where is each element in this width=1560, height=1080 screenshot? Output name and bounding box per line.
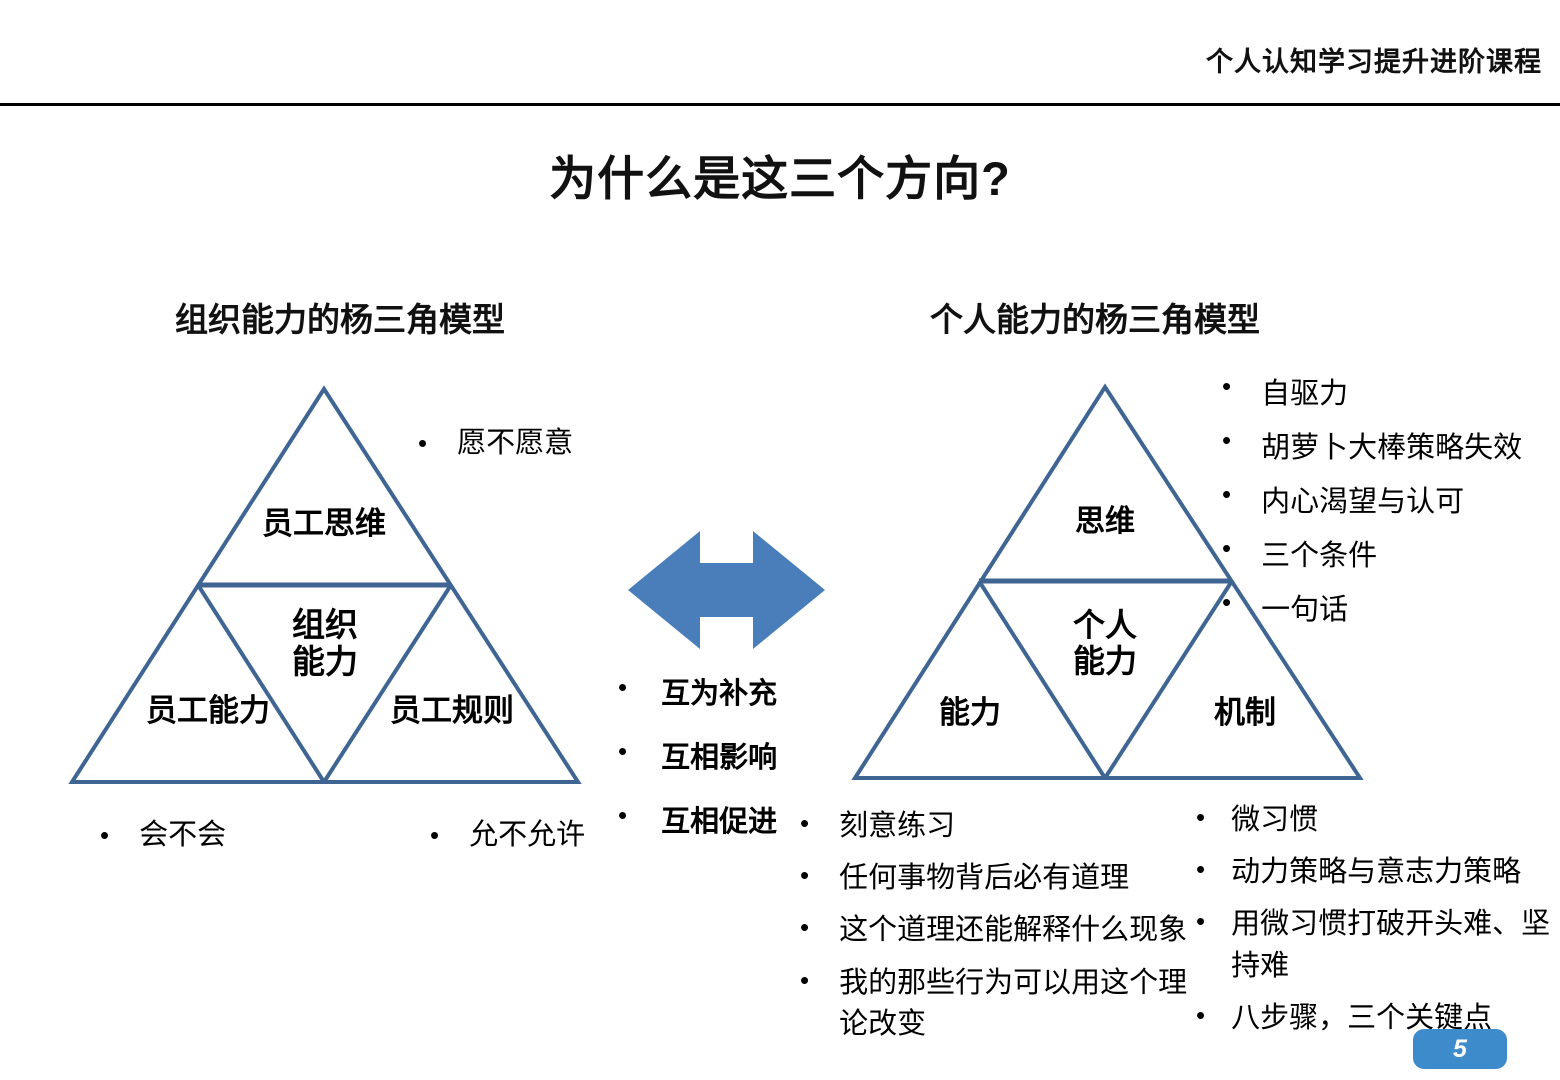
bullet-dot-icon: • xyxy=(1196,906,1206,937)
left-center-line-2: 能力 xyxy=(292,642,358,680)
note-able: • 会不会 xyxy=(100,811,226,853)
ability-bullet-text: 任何事物背后必有道理 xyxy=(839,862,1130,895)
bullet-dot-icon: • xyxy=(1222,533,1232,563)
note-able-text: 会不会 xyxy=(139,819,227,851)
bullet-dot-icon: • xyxy=(1222,425,1232,455)
list-item: • 三个条件 xyxy=(1222,532,1552,574)
page-title: 为什么是这三个方向? xyxy=(549,152,1011,205)
page-number-text: 5 xyxy=(1453,1034,1467,1063)
list-item: • 互相影响 xyxy=(618,734,777,776)
right-center-line-1: 个人 xyxy=(1072,607,1137,643)
bullet-dot-icon: • xyxy=(430,820,440,850)
relationship-bullet-text: 互为补充 xyxy=(661,678,778,710)
mechanism-bullet-text: 用微习惯打破开头难、坚持难 xyxy=(1231,908,1551,982)
list-item: • 微习惯 xyxy=(1196,800,1556,841)
right-triangle-bottom-left-label: 能力 xyxy=(939,695,1001,730)
double-headed-arrow-icon xyxy=(628,531,825,649)
list-item: • 一句话 xyxy=(1222,586,1552,628)
ability-bullet-text: 刻意练习 xyxy=(839,810,956,842)
left-triangle-top-label: 员工思维 xyxy=(262,506,386,541)
mindset-bullet-text: 三个条件 xyxy=(1261,540,1378,572)
bullet-dot-icon: • xyxy=(1222,479,1232,509)
mindset-bullet-text: 一句话 xyxy=(1261,594,1349,626)
list-item: • 胡萝卜大棒策略失效 xyxy=(1222,424,1552,466)
list-item: • 我的那些行为可以用这个理论改变 xyxy=(800,963,1200,1045)
bullet-dot-icon: • xyxy=(418,428,428,458)
note-allowed: • 允不允许 xyxy=(430,811,585,853)
bullet-dot-icon: • xyxy=(1196,802,1206,832)
mindset-bullet-text: 自驱力 xyxy=(1261,378,1349,410)
mindset-bullet-list: • 自驱力 • 胡萝卜大棒策略失效 • 内心渴望与认可 • 三个条件 • 一句话 xyxy=(1222,370,1552,640)
left-center-line-1: 组织 xyxy=(292,606,358,643)
bullet-dot-icon: • xyxy=(618,800,628,830)
list-item: • 自驱力 xyxy=(1222,370,1552,412)
relationship-bullet-text: 互相促进 xyxy=(661,806,778,838)
list-item: • 互相促进 xyxy=(618,798,777,840)
relationship-bullet-text: 互相影响 xyxy=(661,742,778,774)
relationship-bullet-list: • 互为补充 • 互相影响 • 互相促进 xyxy=(618,670,777,862)
mindset-bullet-text: 内心渴望与认可 xyxy=(1261,486,1465,518)
list-item: • 这个道理还能解释什么现象 xyxy=(800,910,1200,951)
mindset-bullet-text: 胡萝卜大棒策略失效 xyxy=(1261,432,1523,464)
list-item: • 八步骤，三个关键点 xyxy=(1196,998,1556,1039)
ability-bullet-text: 这个道理还能解释什么现象 xyxy=(839,914,1188,947)
bullet-dot-icon: • xyxy=(100,820,110,850)
course-title: 个人认知学习提升进阶课程 xyxy=(1206,47,1542,77)
right-triangle-top-label: 思维 xyxy=(1075,505,1135,538)
list-item: • 互为补充 xyxy=(618,670,777,712)
left-triangle-bottom-right-label: 员工规则 xyxy=(390,693,514,728)
bullet-dot-icon: • xyxy=(1196,854,1206,885)
right-model-heading: 个人能力的杨三角模型 xyxy=(930,301,1260,338)
page-number-badge: 5 xyxy=(1413,1029,1507,1069)
list-item: • 用微习惯打破开头难、坚持难 xyxy=(1196,904,1556,986)
mechanism-bullet-text: 八步骤，三个关键点 xyxy=(1231,1001,1493,1034)
bullet-dot-icon: • xyxy=(800,808,810,838)
bullet-dot-icon: • xyxy=(800,964,810,995)
list-item: • 内心渴望与认可 xyxy=(1222,478,1552,520)
bullet-dot-icon: • xyxy=(800,860,810,891)
bullet-dot-icon: • xyxy=(800,912,810,943)
note-willing: • 愿不愿意 xyxy=(418,419,573,461)
ability-bullet-list: • 刻意练习 • 任何事物背后必有道理 • 这个道理还能解释什么现象 • 我的那… xyxy=(800,806,1200,1056)
right-triangle-bottom-right-label: 机制 xyxy=(1214,695,1276,730)
header-divider xyxy=(0,103,1560,106)
bullet-dot-icon: • xyxy=(618,736,628,766)
bullet-dot-icon: • xyxy=(1196,999,1206,1030)
note-allowed-text: 允不允许 xyxy=(469,819,586,851)
right-triangle-center-label: 个人 能力 xyxy=(1040,607,1170,680)
right-center-line-2: 能力 xyxy=(1072,642,1137,679)
list-item: • 动力策略与意志力策略 xyxy=(1196,852,1556,893)
list-item: • 任何事物背后必有道理 xyxy=(800,858,1200,899)
bullet-dot-icon: • xyxy=(1222,587,1232,617)
mechanism-bullet-list: • 微习惯 • 动力策略与意志力策略 • 用微习惯打破开头难、坚持难 • 八步骤… xyxy=(1196,800,1556,1050)
list-item: • 刻意练习 xyxy=(800,806,1200,847)
note-willing-text: 愿不愿意 xyxy=(457,427,574,459)
bullet-dot-icon: • xyxy=(618,672,628,702)
bullet-dot-icon: • xyxy=(1222,371,1232,401)
mechanism-bullet-text: 动力策略与意志力策略 xyxy=(1231,856,1522,889)
left-triangle-center-label: 组织 能力 xyxy=(255,606,395,681)
mechanism-bullet-text: 微习惯 xyxy=(1231,804,1319,836)
ability-bullet-text: 我的那些行为可以用这个理论改变 xyxy=(839,966,1188,1040)
left-model-heading: 组织能力的杨三角模型 xyxy=(175,301,505,338)
slide-header: 个人认知学习提升进阶课程 xyxy=(0,0,1560,106)
left-triangle-bottom-left-label: 员工能力 xyxy=(146,693,270,728)
